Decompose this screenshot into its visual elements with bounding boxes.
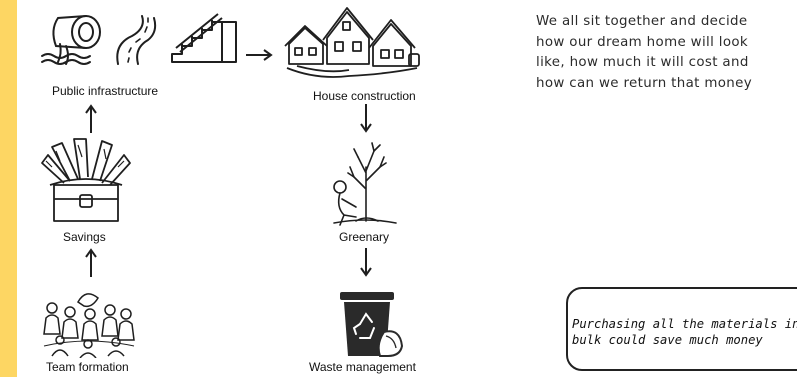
description-paragraph: We all sit together and decide how our d… [536, 12, 797, 94]
team-group-icon [40, 284, 136, 358]
paragraph-line: how can we return that money [536, 75, 752, 91]
arrow-up-team-to-savings [85, 248, 97, 283]
money-chest-icon [40, 137, 132, 227]
node-label-savings: Savings [63, 230, 106, 244]
node-label-public-infrastructure: Public infrastructure [52, 84, 159, 98]
note-callout-box [566, 287, 797, 371]
planting-tree-icon [326, 137, 402, 229]
arrow-up-savings-to-infrastructure [85, 104, 97, 139]
arrow-right [245, 48, 273, 66]
node-label-waste-management: Waste management [309, 360, 416, 374]
stairs-icon [168, 10, 240, 66]
houses-icon [277, 4, 423, 82]
note-line: Purchasing all the materials in [572, 317, 797, 331]
paragraph-line: We all sit together and decide [536, 14, 748, 29]
node-label-team-formation: Team formation [46, 360, 129, 374]
road-icon [112, 14, 158, 66]
recycle-bin-icon [334, 288, 406, 358]
note-text: Purchasing all the materials in bulk cou… [572, 316, 797, 348]
paragraph-line: how our dream home will look [536, 34, 749, 50]
paragraph-line: like, how much it will cost and [536, 55, 749, 70]
arrow-down-house-to-greenary [360, 103, 372, 138]
node-label-house-construction: House construction [313, 89, 416, 103]
node-label-greenary: Greenary [339, 230, 390, 244]
drain-pipe-icon [38, 10, 108, 68]
arrow-down-greenary-to-waste [360, 247, 372, 282]
note-line: bulk could save much money [572, 333, 763, 347]
accent-bar [0, 0, 17, 377]
